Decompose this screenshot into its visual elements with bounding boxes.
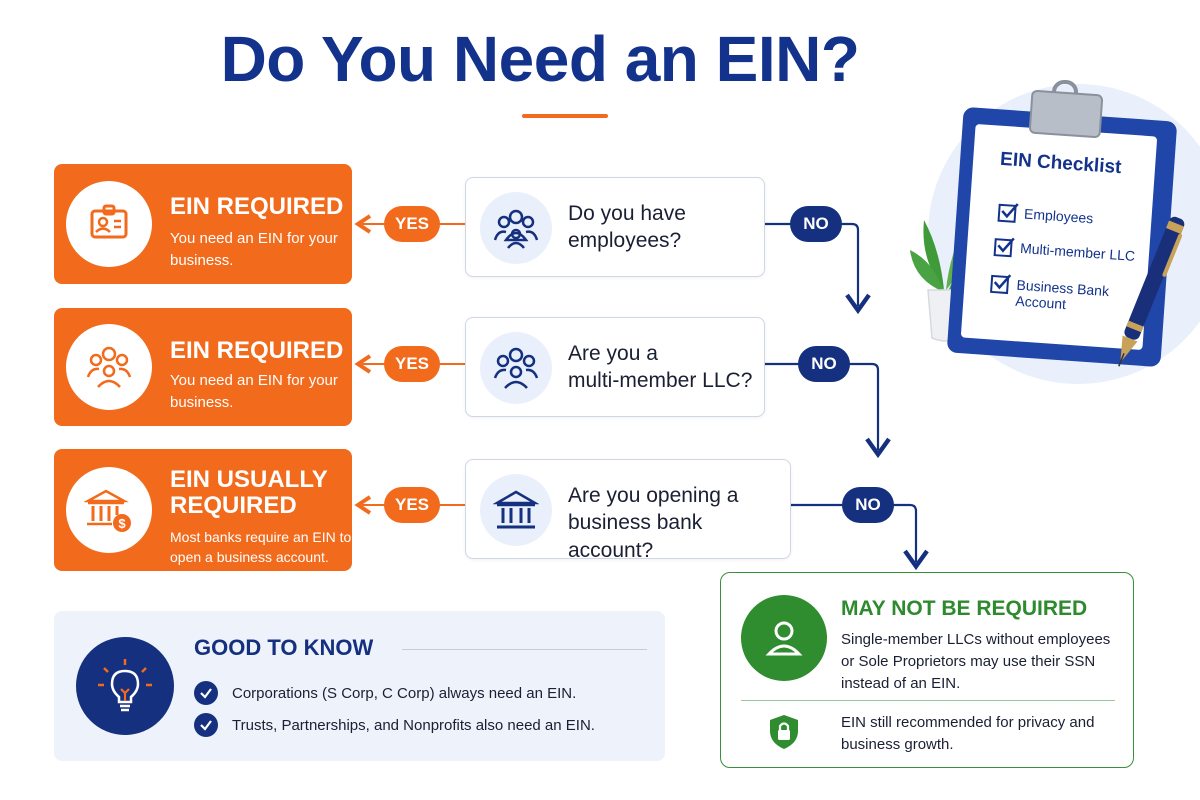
checkbox-icon (997, 203, 1019, 223)
final-text: Single-member LLCs without employees or … (841, 631, 1111, 692)
final-note: EIN still recommended for privacy and bu… (841, 714, 1095, 753)
list-item: Trusts, Partnerships, and Nonprofits als… (194, 713, 595, 737)
question-bank: Are you opening a business bank account? (465, 459, 791, 562)
group-icon (480, 332, 552, 404)
people-icon (480, 192, 552, 264)
question-text: Are you opening a business bank account? (568, 484, 739, 562)
page-title: Do You Need an EIN? (220, 23, 860, 95)
result-title: EIN USUALLY REQUIRED (170, 466, 328, 520)
no-pill-2: NO (798, 346, 850, 382)
pen-icon (1118, 216, 1185, 367)
result-card-bank: $ EIN USUALLY REQUIRED Most banks requir… (54, 449, 352, 571)
checkbox-icon (993, 237, 1015, 258)
checklist-item-label: Business Bank Account (1014, 276, 1110, 313)
result-text: You need an EIN for your business. (170, 230, 338, 269)
yes-pill-1: YES (384, 206, 440, 242)
group-icon (66, 324, 152, 410)
final-title: MAY NOT BE REQUIRED (841, 597, 1088, 620)
clipboard-clip (1028, 89, 1104, 139)
result-card-not-required: MAY NOT BE REQUIRED Single-member LLCs w… (720, 572, 1134, 768)
bank-dollar-icon: $ (66, 467, 152, 553)
check-icon (194, 681, 218, 705)
no-pill-1: NO (790, 206, 842, 242)
svg-text:$: $ (118, 516, 126, 531)
result-card-llc: EIN REQUIRED You need an EIN for your bu… (54, 308, 352, 426)
checklist-item: Employees (997, 203, 1094, 229)
no-pill-3: NO (842, 487, 894, 523)
result-text: You need an EIN for your business. (170, 372, 338, 411)
checklist-item: Business Bank Account (989, 274, 1111, 315)
question-text: Are you a multi-member LLC? (568, 342, 753, 393)
list-item-text: Corporations (S Corp, C Corp) always nee… (232, 684, 577, 702)
yes-pill-3: YES (384, 487, 440, 523)
question-text: Do you have employees? (568, 202, 686, 253)
good-to-know-title: GOOD TO KNOW (194, 635, 374, 660)
divider (741, 700, 1115, 701)
checklist-item: Multi-member LLC (993, 237, 1136, 266)
result-title: EIN REQUIRED (170, 193, 344, 220)
check-icon (194, 713, 218, 737)
bank-icon (480, 474, 552, 546)
title-underline (522, 114, 608, 118)
result-title: EIN REQUIRED (170, 337, 344, 364)
lightbulb-icon (76, 637, 174, 735)
person-icon (741, 595, 827, 681)
good-to-know-panel: GOOD TO KNOW Corporations (S Corp, C Cor… (54, 611, 665, 761)
list-item-text: Trusts, Partnerships, and Nonprofits als… (232, 716, 595, 734)
question-employees: Do you have employees? (465, 177, 765, 277)
result-text: Most banks require an EIN to open a busi… (170, 529, 352, 566)
list-item: Corporations (S Corp, C Corp) always nee… (194, 681, 576, 705)
question-llc: Are you a multi-member LLC? (465, 317, 765, 417)
checkbox-icon (990, 274, 1012, 295)
shield-lock-icon (767, 713, 801, 756)
divider (402, 649, 647, 650)
id-badge-icon (66, 181, 152, 267)
checklist-item-label: Employees (1023, 205, 1094, 227)
yes-pill-2: YES (384, 346, 440, 382)
result-card-employees: EIN REQUIRED You need an EIN for your bu… (54, 164, 352, 284)
